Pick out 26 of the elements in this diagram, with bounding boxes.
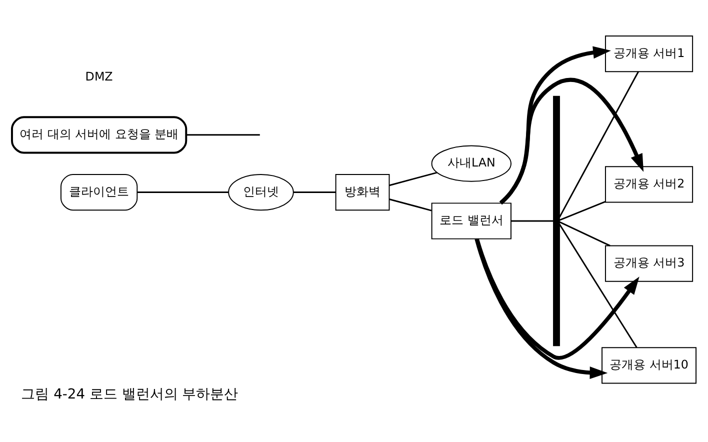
node-box: 공개용 서버1 bbox=[604, 35, 694, 72]
caption: 그림 4-24 로드 밸런서의 부하분산 bbox=[21, 386, 238, 402]
connector bbox=[511, 220, 554, 222]
arrow bbox=[499, 46, 611, 205]
node-box: 클라이언트 bbox=[60, 174, 138, 211]
connector bbox=[389, 198, 432, 212]
node-box: 방화벽 bbox=[335, 174, 390, 211]
node-box: 로드 밸런서 bbox=[431, 202, 512, 240]
connector bbox=[293, 192, 336, 194]
label: DMZ bbox=[85, 70, 113, 84]
node-box: 공개용 서버10 bbox=[602, 347, 697, 384]
node-box: 공개용 서버2 bbox=[604, 166, 694, 203]
connector bbox=[559, 200, 606, 221]
node-ellipse: 인터넷 bbox=[228, 174, 294, 211]
node-box: 여러 대의 서버에 요청을 분배 bbox=[11, 116, 188, 154]
arrow bbox=[499, 78, 644, 204]
connector bbox=[186, 134, 260, 136]
node-ellipse: 사내LAN bbox=[431, 145, 512, 182]
connector bbox=[138, 192, 229, 194]
arrow bbox=[474, 238, 608, 380]
node-bar bbox=[553, 96, 560, 346]
connector bbox=[558, 224, 638, 348]
node-box: 공개용 서버3 bbox=[604, 245, 694, 282]
connector bbox=[559, 221, 610, 246]
connector bbox=[389, 172, 438, 186]
connector bbox=[558, 71, 640, 218]
